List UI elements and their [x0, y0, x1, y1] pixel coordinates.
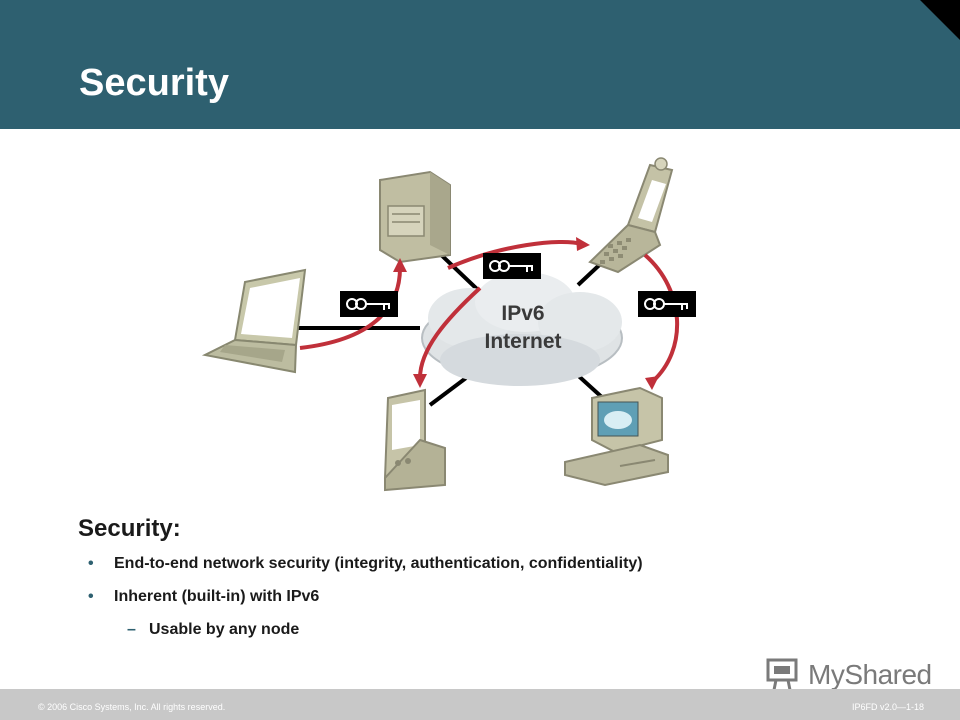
cloud-label: IPv6 Internet: [463, 300, 583, 356]
arrow-laptop-server: [299, 267, 402, 350]
logo-text: MyShared: [808, 659, 932, 690]
laptop-icon: [201, 268, 307, 374]
phone-icon: [588, 157, 674, 274]
key-icon: [340, 291, 398, 317]
pda-icon: [383, 388, 446, 492]
course-code: IP6FD v2.0—1-18: [851, 702, 924, 712]
bullet-text: End-to-end network security (integrity, …: [114, 555, 643, 572]
server-icon: [379, 170, 451, 264]
network-diagram: [201, 157, 696, 492]
logo-icon: [766, 658, 798, 691]
cloud-label-line1: IPv6: [501, 302, 545, 325]
link-pda: [428, 373, 472, 407]
dash-marker: –: [127, 621, 136, 638]
arrow-server-phone: [447, 239, 583, 270]
slide-footer: © 2006 Cisco Systems, Inc. All rights re…: [0, 689, 960, 720]
slide-title: Security: [79, 62, 229, 104]
key-icon: [638, 291, 696, 317]
ipv6-cloud-icon: [421, 272, 623, 386]
key-icon: [483, 253, 541, 279]
bullet-item: • Inherent (built-in) with IPv6: [78, 588, 898, 621]
section-heading: Security:: [78, 515, 181, 542]
bullet-marker: •: [88, 588, 94, 605]
corner-triangle: [920, 0, 960, 40]
bullet-item: • End-to-end network security (integrity…: [78, 555, 898, 588]
desktop-icon: [564, 386, 669, 487]
arrow-heads: [393, 237, 659, 390]
sub-bullet-text: Usable by any node: [149, 621, 300, 638]
arrow-cloud-pda: [418, 286, 482, 379]
copyright-text: © 2006 Cisco Systems, Inc. All rights re…: [38, 702, 226, 712]
sub-bullet-item: – Usable by any node: [78, 621, 898, 651]
bullet-marker: •: [88, 555, 94, 572]
bullet-text: Inherent (built-in) with IPv6: [114, 588, 320, 605]
slide-content: Security: • End-to-end network security …: [78, 515, 898, 651]
secure-path-arrows: [299, 239, 680, 384]
myshared-logo: MyShared: [766, 656, 932, 696]
arrow-phone-desktop: [643, 253, 680, 384]
slide-header: Security: [0, 0, 960, 129]
cloud-label-line2: Internet: [484, 330, 562, 353]
